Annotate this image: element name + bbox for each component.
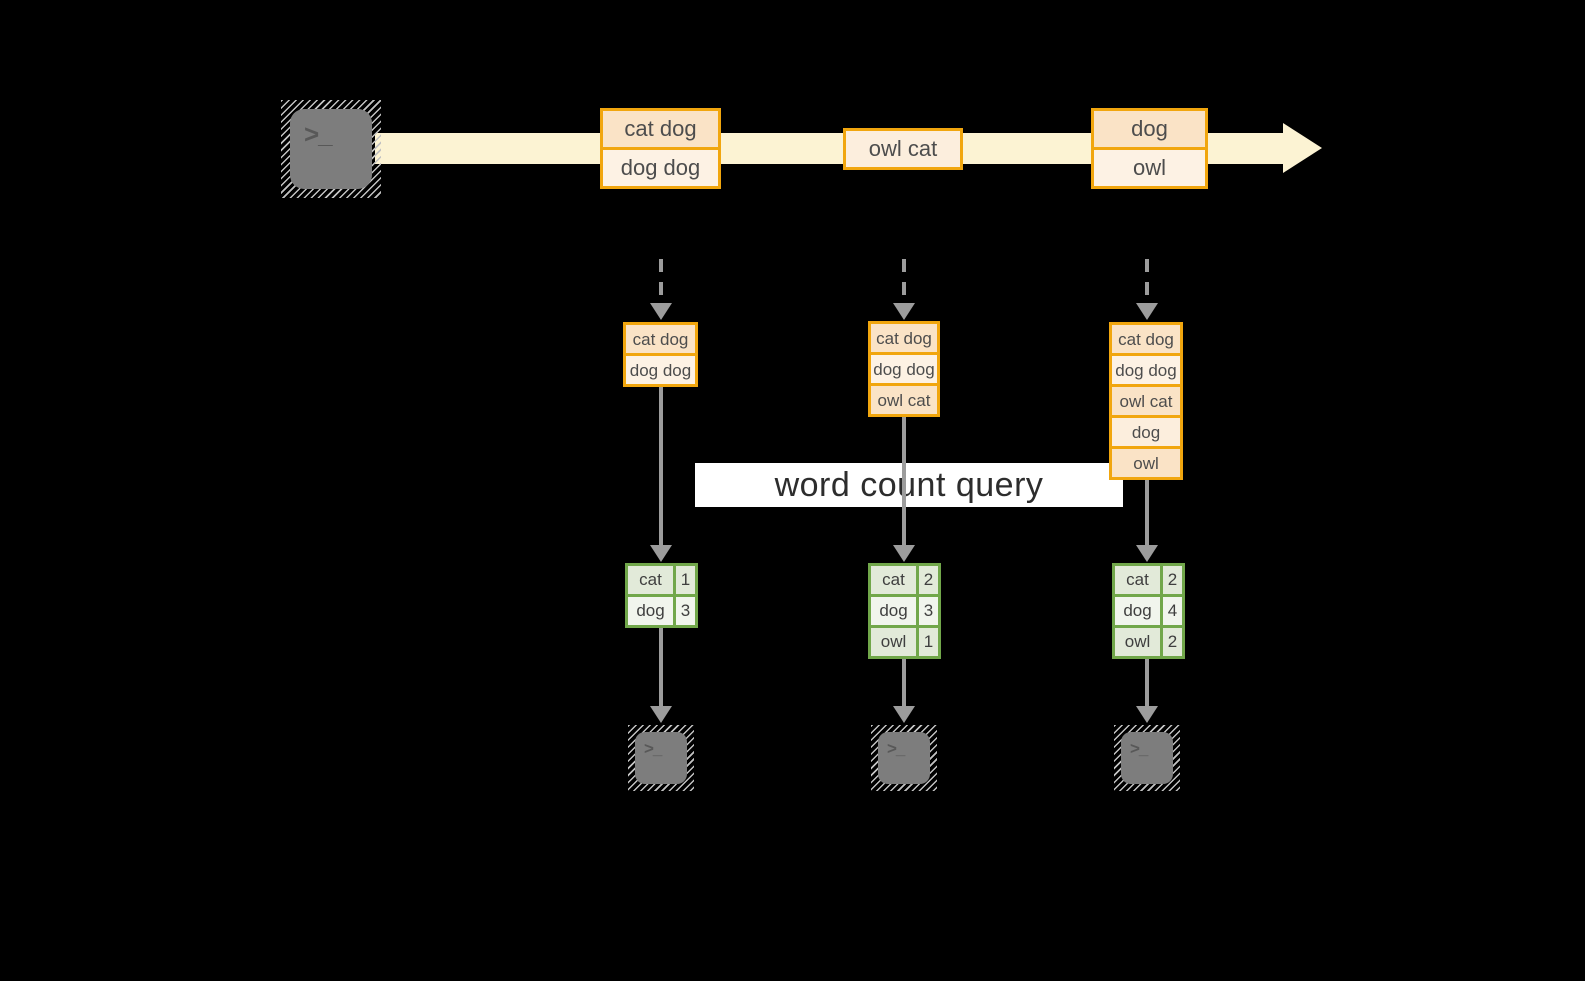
count-cell: 1 (676, 566, 695, 594)
result-table-2: cat 2 dog 3 owl 1 (868, 563, 941, 659)
word-cell: dog (871, 597, 916, 625)
output-arrow-2 (893, 659, 915, 723)
ingest-arrow-1 (650, 259, 672, 320)
output-arrow-3 (1136, 659, 1158, 723)
query-label: word count query (774, 465, 1044, 504)
query-arrow-1 (650, 387, 672, 562)
buffer-stack-2: cat dog dog dog owl cat (868, 321, 940, 417)
count-cell: 3 (919, 597, 938, 625)
terminal-prompt-icon: >_ (1130, 739, 1148, 758)
word-cell: dog (628, 597, 673, 625)
stream-record: owl (1094, 150, 1205, 186)
query-band: word count query (695, 463, 1123, 507)
stream-record: dog dog (603, 150, 718, 186)
ingest-arrow-2 (893, 259, 915, 320)
stack-record: owl (1112, 449, 1180, 477)
buffer-stack-1: cat dog dog dog (623, 322, 698, 387)
terminal-screen: >_ (635, 732, 687, 784)
stream-arrowhead-icon (1283, 123, 1322, 173)
terminal-prompt-icon: >_ (304, 119, 333, 149)
word-cell: owl (871, 628, 916, 656)
terminal-screen: >_ (878, 732, 930, 784)
stream-record: dog (1094, 111, 1205, 147)
source-terminal-icon: >_ (281, 100, 381, 198)
output-terminal-icon-1: >_ (628, 725, 694, 791)
output-terminal-icon-3: >_ (1114, 725, 1180, 791)
query-arrow-2 (893, 417, 915, 562)
terminal-prompt-icon: >_ (644, 739, 662, 758)
count-cell: 4 (1163, 597, 1182, 625)
result-table-3: cat 2 dog 4 owl 2 (1112, 563, 1185, 659)
stack-record: owl cat (1112, 387, 1180, 415)
word-cell: dog (1115, 597, 1160, 625)
output-arrow-1 (650, 628, 672, 723)
stack-record: owl cat (871, 386, 937, 414)
stream-batch-1: cat dog dog dog (600, 108, 721, 189)
stack-record: cat dog (1112, 325, 1180, 353)
stack-record: dog dog (626, 356, 695, 384)
stream-record: cat dog (603, 111, 718, 147)
word-cell: cat (1115, 566, 1160, 594)
output-terminal-icon-2: >_ (871, 725, 937, 791)
stack-record: dog dog (871, 355, 937, 383)
terminal-screen: >_ (1121, 732, 1173, 784)
terminal-screen: >_ (290, 109, 372, 189)
stack-record: cat dog (626, 325, 695, 353)
word-cell: cat (871, 566, 916, 594)
count-cell: 2 (1163, 628, 1182, 656)
stack-record: dog (1112, 418, 1180, 446)
count-cell: 2 (919, 566, 938, 594)
stream-batch-2: owl cat (843, 128, 963, 170)
query-arrow-3 (1136, 480, 1158, 562)
result-table-1: cat 1 dog 3 (625, 563, 698, 628)
buffer-stack-3: cat dog dog dog owl cat dog owl (1109, 322, 1183, 480)
stream-record: owl cat (846, 131, 960, 167)
ingest-arrow-3 (1136, 259, 1158, 320)
stack-record: cat dog (871, 324, 937, 352)
count-cell: 1 (919, 628, 938, 656)
word-cell: cat (628, 566, 673, 594)
word-cell: owl (1115, 628, 1160, 656)
count-cell: 2 (1163, 566, 1182, 594)
count-cell: 3 (676, 597, 695, 625)
stack-record: dog dog (1112, 356, 1180, 384)
terminal-prompt-icon: >_ (887, 739, 905, 758)
stream-batch-3: dog owl (1091, 108, 1208, 189)
